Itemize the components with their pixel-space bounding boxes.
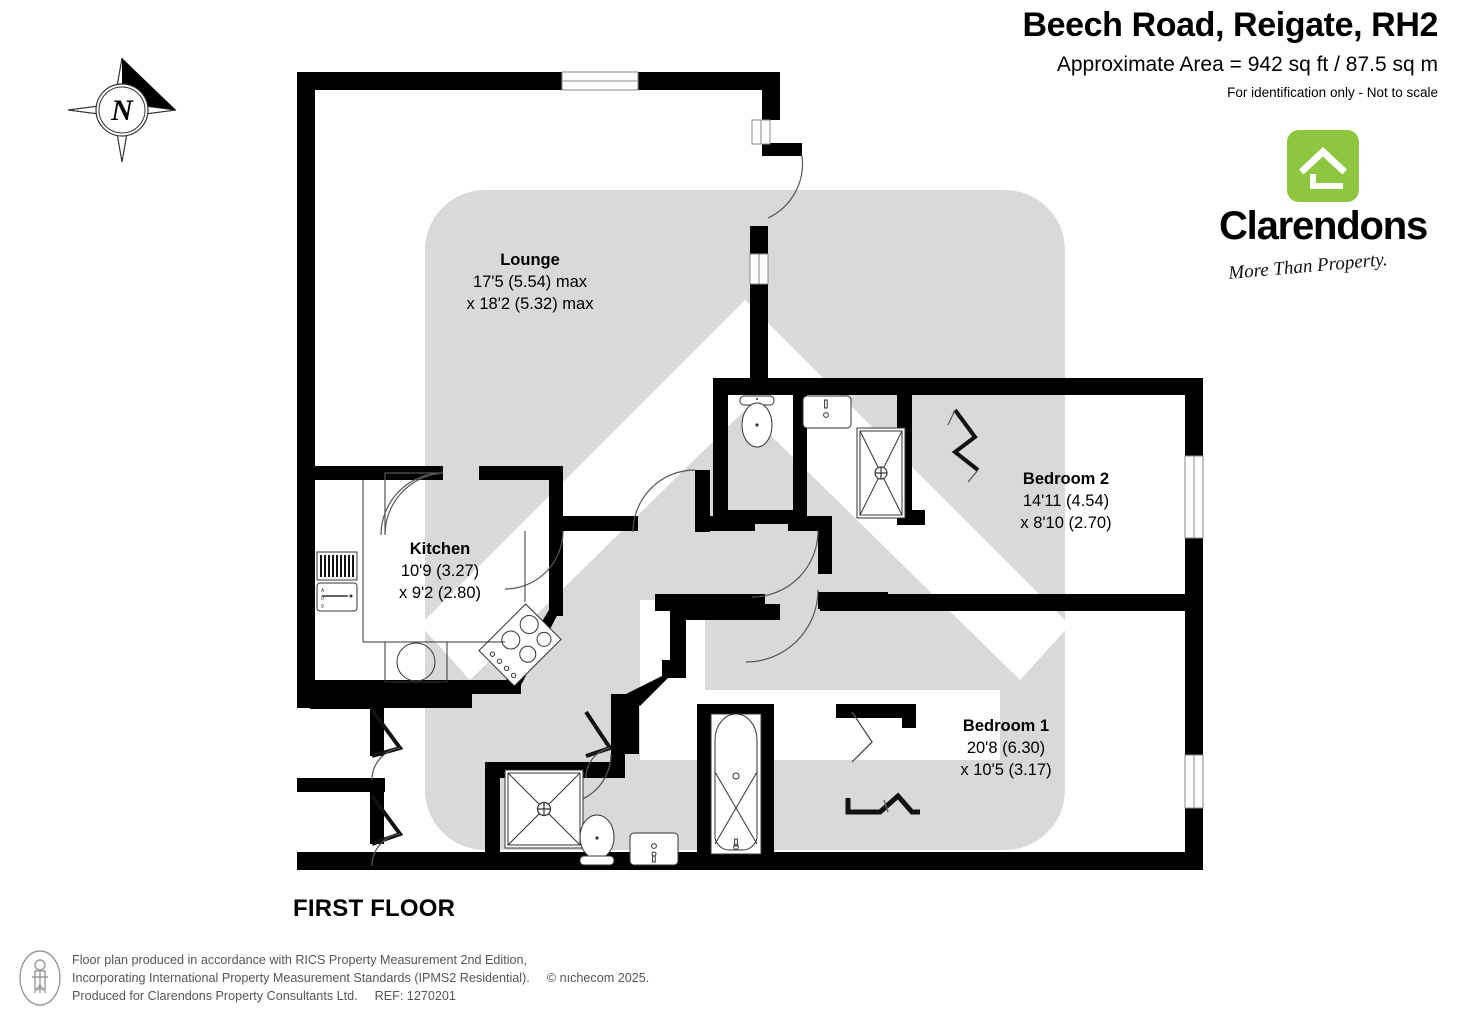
approximate-area: Approximate Area = 942 sq ft / 87.5 sq m	[1056, 53, 1438, 77]
room-dim1-bedroom1: 20'8 (6.30)	[967, 739, 1045, 757]
window-group	[561, 71, 1204, 809]
room-dim1-kitchen: 10'9 (3.27)	[401, 562, 479, 580]
room-label-group: Lounge 17'5 (5.54) max x 18'2 (5.32) max…	[399, 251, 1112, 779]
wardrobe-group	[845, 408, 980, 815]
room-label-bedroom2: Bedroom 2 14'11 (4.54) x 8'10 (2.70)	[1020, 470, 1111, 532]
room-dim2-bedroom2: x 8'10 (2.70)	[1020, 514, 1111, 532]
svg-text:A: A	[321, 588, 325, 594]
room-label-kitchen: Kitchen 10'9 (3.27) x 9'2 (2.80)	[399, 540, 481, 602]
sink-ensuite-icon	[802, 395, 852, 429]
sink-bathroom-icon	[629, 832, 679, 866]
compass-north-label: N	[110, 94, 134, 127]
svg-text:0: 0	[321, 596, 324, 602]
room-name-kitchen: Kitchen	[410, 540, 471, 558]
footer-copyright: © nıchecom 2025.	[546, 970, 650, 985]
plan-footer: Floor plan produced in accordance with R…	[18, 949, 649, 1007]
brand-logo: Clarendons More Than Property.	[1208, 130, 1438, 282]
toilet-bathroom-icon	[579, 814, 615, 866]
door-swing-group	[370, 155, 819, 867]
room-name-bedroom2: Bedroom 2	[1023, 470, 1109, 488]
toilet-ensuite-icon	[739, 395, 775, 448]
person-in-oval-icon	[19, 950, 61, 1006]
logo-tagline: More Than Property.	[1226, 249, 1388, 282]
footer-line-2a: Incorporating International Property Mea…	[72, 970, 530, 985]
page-title: Beech Road, Reigate, RH2	[1022, 6, 1438, 44]
washing-machine-icon	[384, 641, 448, 683]
room-name-lounge: Lounge	[500, 251, 560, 269]
compass-rose-icon: N	[67, 57, 177, 163]
room-dim2-kitchen: x 9'2 (2.80)	[399, 584, 481, 602]
room-dim2-bedroom1: x 10'5 (3.17)	[960, 761, 1051, 779]
room-dim1-lounge: 17'5 (5.54) max	[473, 273, 588, 291]
wall-group	[297, 72, 1203, 870]
fixtures-group: A 0 9	[316, 395, 906, 866]
shower-bathroom-icon	[504, 769, 584, 849]
plan-header: Beech Road, Reigate, RH2 Approximate Are…	[878, 0, 1438, 100]
floor-level-label: FIRST FLOOR	[293, 895, 456, 922]
house-logo-icon	[1287, 130, 1359, 202]
logo-wordmark: Clarendons	[1218, 204, 1428, 248]
shower-ensuite-icon	[856, 427, 906, 519]
hob-icon	[478, 603, 562, 687]
footer-line-3a: Produced for Clarendons Property Consult…	[72, 988, 358, 1003]
room-label-lounge: Lounge 17'5 (5.54) max x 18'2 (5.32) max	[467, 251, 595, 313]
footer-line-1: Floor plan produced in accordance with R…	[72, 953, 528, 967]
bath-tub-icon	[710, 713, 762, 855]
footer-reference: REF: 1270201	[374, 988, 456, 1003]
boiler-icon: A 0 9	[316, 551, 358, 612]
room-label-bedroom1: Bedroom 1 20'8 (6.30) x 10'5 (3.17)	[960, 717, 1051, 779]
room-name-bedroom1: Bedroom 1	[963, 717, 1049, 735]
room-dim2-lounge: x 18'2 (5.32) max	[467, 295, 595, 313]
svg-text:9: 9	[321, 604, 324, 610]
disclaimer-text: For identification only - Not to scale	[1227, 85, 1438, 101]
room-dim1-bedroom2: 14'11 (4.54)	[1023, 492, 1109, 510]
